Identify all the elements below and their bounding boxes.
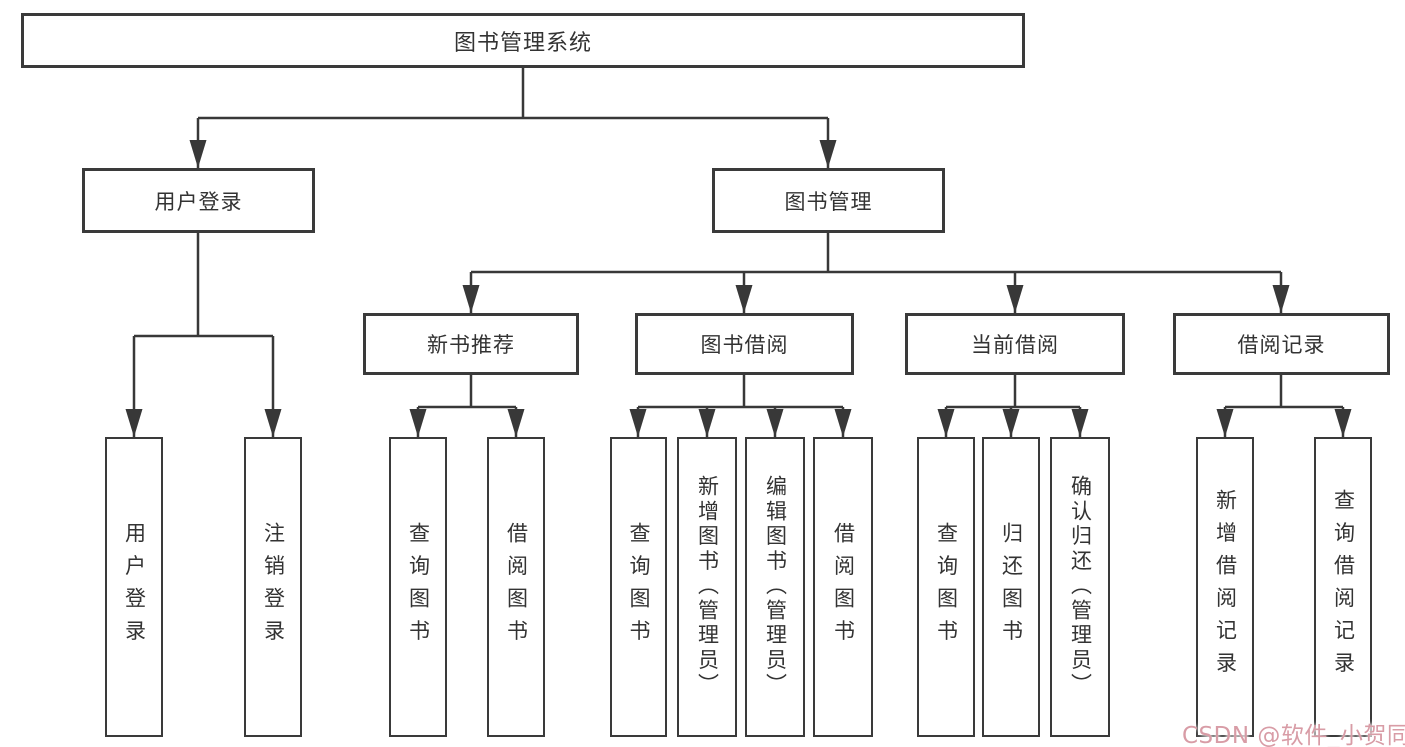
node-book-borrow: 图书借阅	[635, 313, 854, 375]
node-leaf-user-login: 用户登录	[105, 437, 163, 737]
node-leaf-query-books-1: 查询图书	[389, 437, 447, 737]
node-leaf-query-borrow-record: 查询借阅记录	[1314, 437, 1372, 737]
node-leaf-logout: 注销登录	[244, 437, 302, 737]
node-leaf-edit-books-admin: 编辑图书（管理员）	[745, 437, 805, 737]
node-library-management-system: 图书管理系统	[21, 13, 1025, 68]
node-user-login: 用户登录	[82, 168, 315, 233]
node-book-management: 图书管理	[712, 168, 945, 233]
node-current-borrow: 当前借阅	[905, 313, 1125, 375]
node-leaf-query-books-3: 查询图书	[917, 437, 975, 737]
node-leaf-borrow-books-2: 借阅图书	[813, 437, 873, 737]
node-leaf-add-borrow-record: 新增借阅记录	[1196, 437, 1254, 737]
node-new-book-recommend: 新书推荐	[363, 313, 579, 375]
node-leaf-confirm-return-admin: 确认归还（管理员）	[1050, 437, 1110, 737]
csdn-watermark: CSDN @软件_小贺同学	[1182, 723, 1405, 747]
tree-connector-lines	[134, 68, 1343, 409]
node-leaf-add-books-admin: 新增图书（管理员）	[677, 437, 737, 737]
node-leaf-return-books: 归还图书	[982, 437, 1040, 737]
node-leaf-borrow-books-1: 借阅图书	[487, 437, 545, 737]
node-leaf-query-books-2: 查询图书	[610, 437, 667, 737]
node-borrow-record: 借阅记录	[1173, 313, 1390, 375]
